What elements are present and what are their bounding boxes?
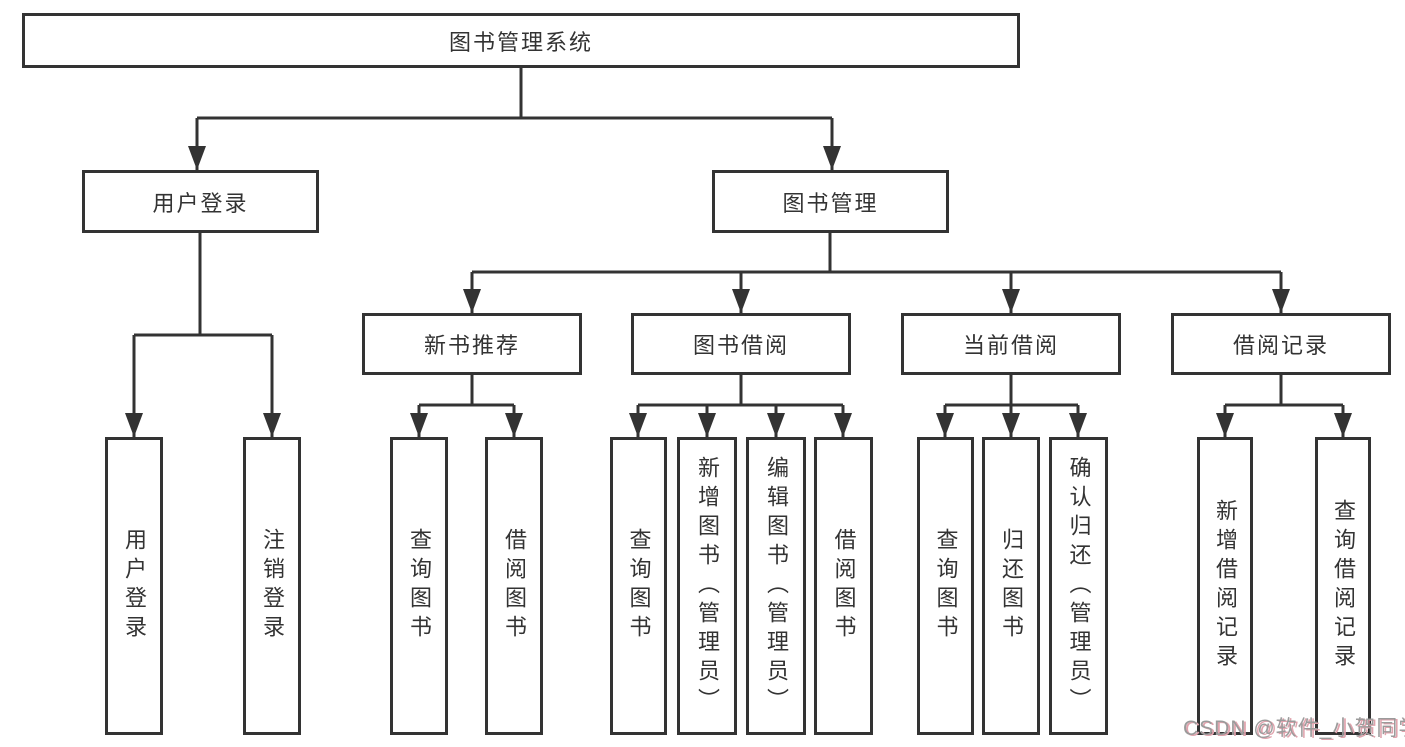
- leaf-user-login: 用户登录: [105, 437, 163, 735]
- leaf-label: 确认归还（管理员）: [1066, 455, 1092, 717]
- node-book-borrow: 图书借阅: [631, 313, 851, 375]
- leaf-logout: 注销登录: [243, 437, 301, 735]
- leaf-add-book-admin: 新增图书（管理员）: [677, 437, 737, 735]
- node-new-book-recommend: 新书推荐: [362, 313, 582, 375]
- leaf-query-borrow-record: 查询借阅记录: [1315, 437, 1371, 735]
- leaf-label: 查询图书: [933, 528, 959, 644]
- leaf-query-book-borrow: 查询图书: [610, 437, 667, 735]
- csdn-watermark: CSDN @软件_小贺同学: [1183, 717, 1405, 740]
- connector-bookborrow-to-leaves: [629, 375, 852, 437]
- leaf-label: 用户登录: [122, 528, 147, 644]
- connector-newbook-to-leaves: [410, 375, 523, 437]
- connector-userlogin-to-leaves: [125, 233, 281, 437]
- node-book-management: 图书管理: [712, 170, 949, 233]
- node-user-login: 用户登录: [82, 170, 319, 233]
- leaf-confirm-return-admin: 确认归还（管理员）: [1049, 437, 1108, 735]
- node-library-system: 图书管理系统: [22, 13, 1020, 68]
- node-borrow-record: 借阅记录: [1171, 313, 1391, 375]
- leaf-label: 归还图书: [999, 528, 1024, 644]
- connector-root-to-level2: [188, 68, 841, 170]
- leaf-add-borrow-record: 新增借阅记录: [1197, 437, 1253, 735]
- leaf-label: 新增图书（管理员）: [695, 455, 720, 717]
- leaf-label: 注销登录: [260, 528, 285, 644]
- connector-record-to-leaves: [1216, 375, 1352, 437]
- leaf-label: 查询图书: [407, 528, 432, 644]
- leaf-label: 借阅图书: [831, 528, 857, 644]
- leaf-edit-book-admin: 编辑图书（管理员）: [746, 437, 806, 735]
- leaf-label: 编辑图书（管理员）: [764, 455, 789, 717]
- leaf-label: 查询图书: [626, 528, 652, 644]
- leaf-query-book-newbook: 查询图书: [390, 437, 448, 735]
- node-current-borrow: 当前借阅: [901, 313, 1121, 375]
- connector-bookmgmt-to-categories: [463, 233, 1290, 313]
- leaf-borrow-book: 借阅图书: [814, 437, 873, 735]
- leaf-label: 借阅图书: [502, 528, 527, 644]
- leaf-label: 查询借阅记录: [1331, 499, 1356, 673]
- leaf-query-book-current: 查询图书: [917, 437, 974, 735]
- connector-currentborrow-to-leaves: [936, 375, 1087, 437]
- leaf-borrow-book-newbook: 借阅图书: [485, 437, 543, 735]
- leaf-return-book: 归还图书: [982, 437, 1040, 735]
- leaf-label: 新增借阅记录: [1213, 499, 1238, 673]
